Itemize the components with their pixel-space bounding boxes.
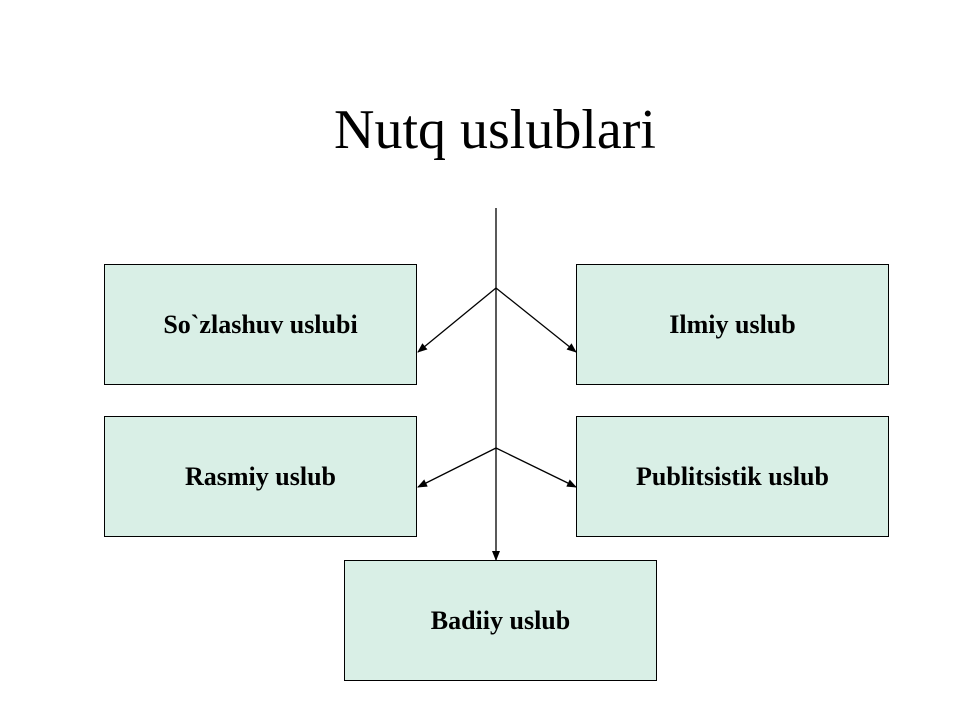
node-sozlashuv-uslubi: So`zlashuv uslubi — [104, 264, 417, 385]
node-badiiy-uslub: Badiiy uslub — [344, 560, 657, 681]
node-label: Badiiy uslub — [430, 605, 571, 635]
arrow-to-publitsistik — [495, 447, 577, 488]
node-label: So`zlashuv uslubi — [163, 309, 358, 339]
node-label: Rasmiy uslub — [185, 461, 336, 491]
node-rasmiy-uslub: Rasmiy uslub — [104, 416, 417, 537]
slide-title: Nutq uslublari — [334, 99, 656, 161]
node-publitsistik-uslub: Publitsistik uslub — [576, 416, 889, 537]
node-label: Publitsistik uslub — [636, 461, 829, 491]
arrow-to-rasmiy — [417, 447, 497, 488]
node-ilmiy-uslub: Ilmiy uslub — [576, 264, 889, 385]
arrow-to-sozlashuv — [417, 287, 497, 353]
arrow-to-ilmiy — [495, 287, 577, 353]
node-label: Ilmiy uslub — [669, 309, 796, 339]
